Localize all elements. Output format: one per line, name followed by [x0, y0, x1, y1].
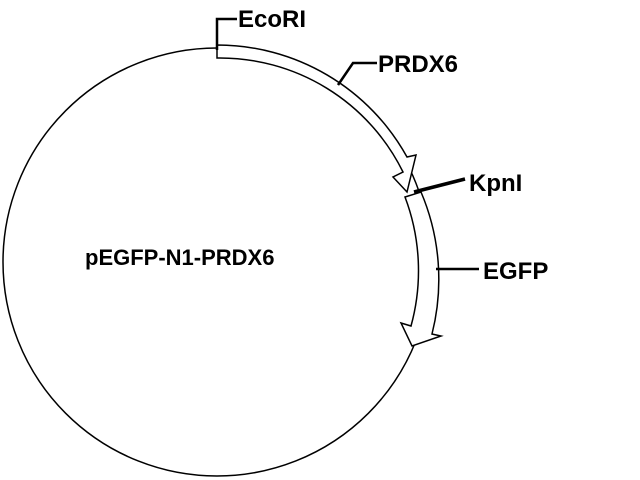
- feature-arrow-prdx6: [216, 44, 418, 194]
- feature-arrow-egfp: [399, 191, 444, 347]
- site-label-ecori: EcoRI: [238, 6, 306, 33]
- kpni-marker-line: [413, 177, 466, 194]
- prdx6-callout-line: [336, 61, 377, 86]
- ecori-marker-line: [215, 17, 237, 50]
- site-label-kpni: KpnI: [469, 170, 522, 197]
- feature-label-egfp: EGFP: [483, 258, 548, 285]
- feature-label-prdx6: PRDX6: [378, 51, 458, 78]
- plasmid-name: pEGFP-N1-PRDX6: [85, 245, 274, 270]
